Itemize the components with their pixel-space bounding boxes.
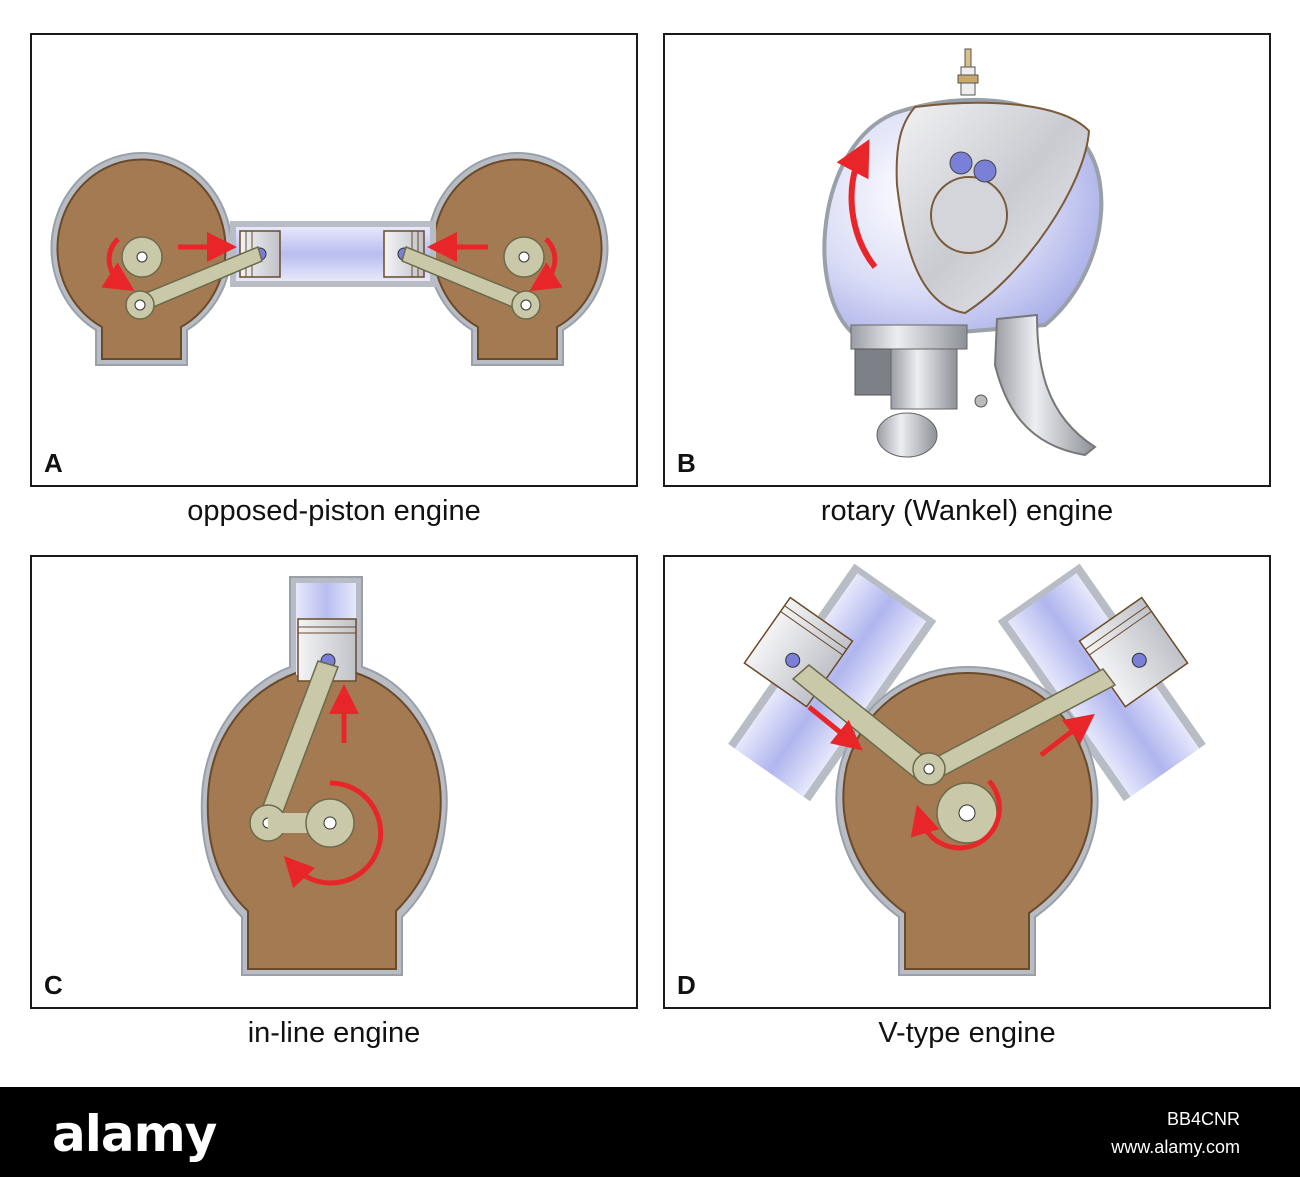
motion-arrows (101, 232, 563, 292)
footer-url: www.alamy.com (1111, 1137, 1240, 1157)
shaft-hole (949, 151, 973, 175)
eccentric-shaft (930, 176, 1008, 254)
panel-letter: C (44, 970, 63, 1000)
panel-caption: in-line engine (247, 1017, 421, 1049)
panel-caption: rotary (Wankel) engine (820, 495, 1114, 527)
opposed-piston-diagram (50, 152, 609, 366)
carburetor (850, 324, 988, 458)
panel-v-type: D (663, 555, 1271, 1009)
shaft-hole (973, 159, 997, 183)
alamy-logo: alamy (52, 1105, 217, 1163)
panel-letter: A (44, 448, 63, 478)
panel-rotary-wankel: B (663, 33, 1271, 487)
watermark-footer: alamy BB4CNR www.alamy.com (0, 1087, 1300, 1177)
motion-arrows (283, 684, 384, 889)
panel-caption: V-type engine (878, 1017, 1056, 1049)
panel-in-line: C (30, 555, 638, 1009)
panel-letter: D (677, 970, 696, 1000)
rotation-arrow (836, 139, 878, 269)
spark-plug (957, 48, 979, 96)
panel-caption: opposed-piston engine (187, 495, 481, 527)
connecting-rod (249, 660, 355, 848)
panel-opposed-piston: A (30, 33, 638, 487)
rotary-engine-diagram (822, 48, 1104, 458)
exhaust-pipe (993, 313, 1097, 457)
image-id: BB4CNR (1166, 1109, 1240, 1129)
v-type-engine-diagram (728, 563, 1206, 976)
motion-arrows (807, 705, 1095, 851)
panel-letter: B (677, 448, 696, 478)
in-line-engine-diagram (200, 576, 448, 976)
